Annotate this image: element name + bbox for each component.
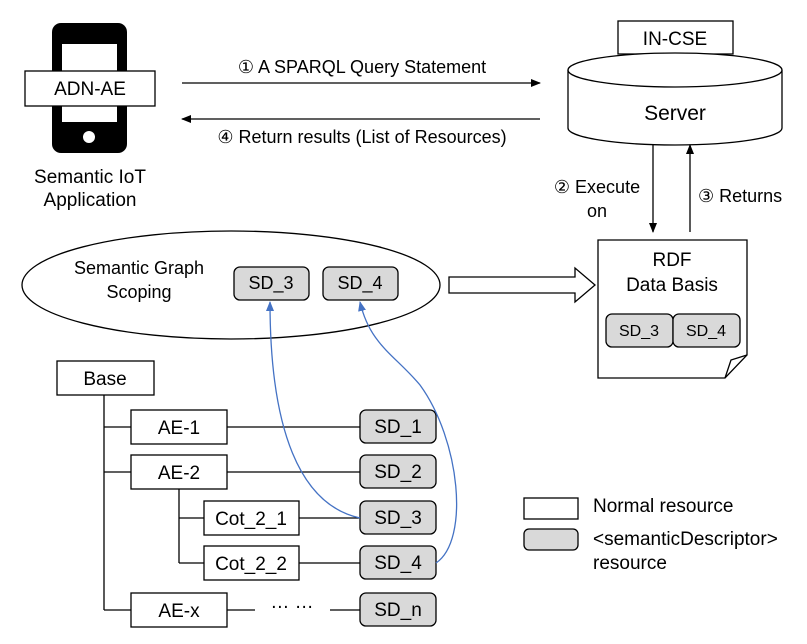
server-label: Server — [644, 102, 706, 125]
sd-3-label: SD_3 — [374, 508, 422, 529]
tree-node-cot-2-2-label: Cot_2_2 — [215, 554, 287, 575]
in-cse-label: IN-CSE — [643, 29, 707, 50]
scoping-sd-4-box — [322, 266, 399, 301]
server-cylinder — [567, 52, 783, 146]
link-sd-3-to-scope — [266, 301, 361, 519]
sd-1-box — [359, 409, 437, 444]
block-arrow — [448, 266, 597, 304]
rdf-title-line1: RDF — [652, 250, 691, 271]
sd-1-label: SD_1 — [374, 417, 422, 438]
legend-semantic-label-line2: resource — [593, 553, 667, 574]
adn-ae-label: ADN-AE — [54, 79, 126, 100]
tree-node-base — [56, 360, 155, 396]
rdf-document-fold — [724, 354, 748, 379]
rdf-sd-4-label: SD_4 — [686, 323, 726, 340]
returns-label: ③ Returns — [698, 186, 782, 206]
tree-connectors — [103, 395, 360, 611]
execute-label-line2: on — [587, 201, 607, 221]
tree-node-ae-x — [130, 592, 228, 628]
rdf-sd-4-box — [672, 313, 741, 348]
tree-node-cot-2-1-label: Cot_2_1 — [215, 509, 287, 530]
scoping-title-line2: Scoping — [106, 282, 171, 302]
legend-semantic-label-line1: <semanticDescriptor> — [593, 529, 778, 550]
return-label: ④ Return results (List of Resources) — [217, 127, 506, 147]
tree-node-ae-x-label: AE-x — [158, 601, 200, 622]
adn-ae-box — [24, 70, 156, 107]
link-sd-4-to-scope — [358, 301, 458, 564]
rdf-title-line2: Data Basis — [626, 275, 718, 296]
rdf-sd-3-label: SD_3 — [619, 323, 659, 340]
scoping-sd-4-label: SD_4 — [337, 273, 382, 294]
tree-node-cot-2-1 — [203, 500, 300, 536]
app-caption-line2: Application — [44, 190, 137, 211]
legend-semantic-swatch — [523, 528, 579, 551]
legend-normal-swatch — [523, 497, 579, 520]
scoping-sd-3-box — [233, 266, 310, 301]
sd-4-label: SD_4 — [374, 553, 422, 574]
sd-2-box — [359, 454, 437, 489]
tree-node-ae-1-label: AE-1 — [158, 418, 200, 439]
sd-n-box — [359, 592, 437, 627]
sd-n-label: SD_n — [374, 600, 422, 621]
tree-ellipsis: … … — [270, 592, 313, 613]
tree-node-ae-1 — [130, 409, 228, 445]
scoping-title-line1: Semantic Graph — [74, 258, 204, 278]
tree-node-cot-2-2 — [203, 545, 300, 581]
execute-label-line1: ② Execute — [554, 177, 640, 197]
scoping-sd-3-label: SD_3 — [248, 273, 293, 294]
scoping-ellipse — [21, 230, 441, 340]
tree-node-ae-2 — [130, 454, 228, 490]
query-label: ① A SPARQL Query Statement — [238, 57, 486, 77]
in-cse-box — [617, 20, 734, 55]
legend-normal-label: Normal resource — [593, 496, 733, 517]
tree-node-base-label: Base — [83, 369, 126, 390]
sd-2-label: SD_2 — [374, 462, 422, 483]
tree-node-ae-2-label: AE-2 — [158, 463, 200, 484]
app-caption-line1: Semantic IoT — [34, 167, 146, 188]
